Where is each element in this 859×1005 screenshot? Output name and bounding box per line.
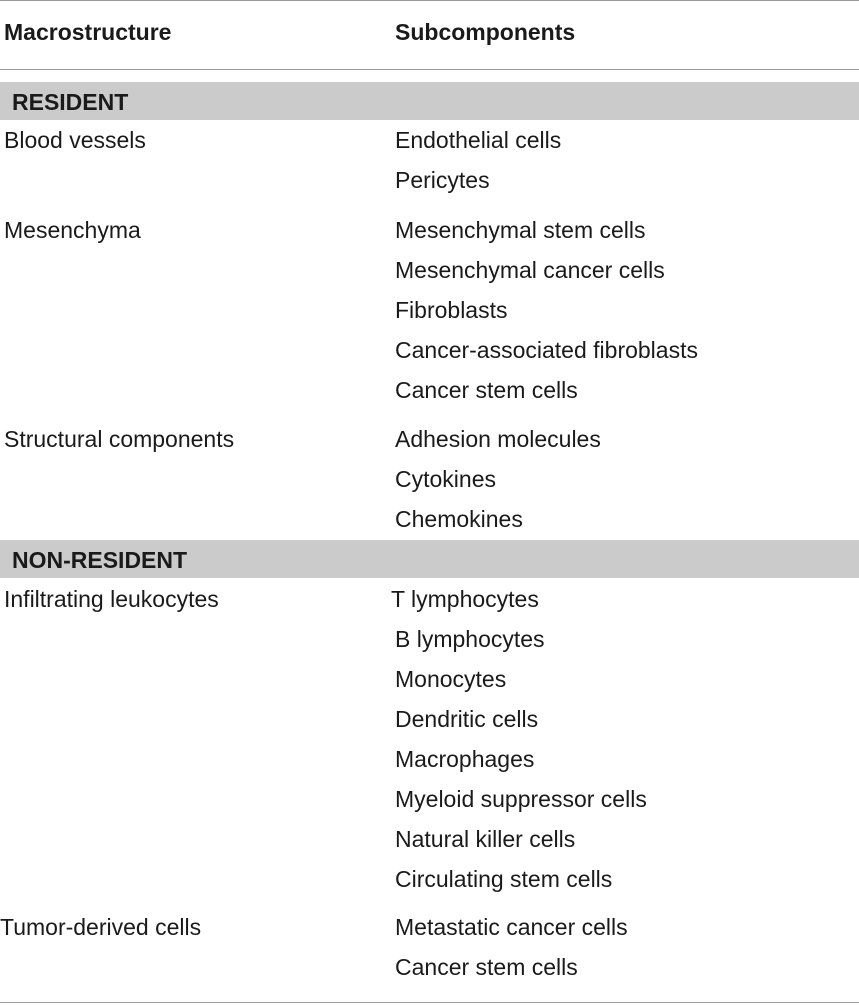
macrostructure-cell: Tumor-derived cells [0, 914, 202, 940]
column-header-macrostructure: Macrostructure [4, 19, 172, 45]
subcomponent-item: Adhesion molecules [395, 426, 601, 452]
subcomponent-item: Metastatic cancer cells [395, 914, 628, 940]
subcomponent-list: Adhesion molecules Cytokines Chemokines [395, 419, 601, 539]
macrostructure-cell: Structural components [4, 426, 235, 452]
subcomponent-item: Pericytes [395, 167, 490, 193]
subcomponent-item: Mesenchymal stem cells [395, 217, 646, 243]
subcomponent-list: Mesenchymal stem cells Mesenchymal cance… [395, 210, 698, 410]
subcomponent-item: B lymphocytes [395, 626, 545, 652]
subcomponent-item: T lymphocytes [391, 586, 539, 612]
macrostructure-cell: Infiltrating leukocytes [4, 586, 219, 612]
subcomponent-item: Cancer stem cells [395, 954, 578, 980]
subcomponent-item: Mesenchymal cancer cells [395, 257, 665, 283]
section-label: NON-RESIDENT [12, 547, 188, 573]
subcomponent-item: Cancer stem cells [395, 377, 578, 403]
subcomponent-item: Cancer-associated fibroblasts [395, 337, 698, 363]
section-label: RESIDENT [12, 89, 129, 115]
bottom-rule [0, 1002, 859, 1003]
subcomponent-item: Monocytes [395, 666, 507, 692]
subcomponent-list: Endothelial cells Pericytes [395, 120, 561, 200]
subcomponent-item: Fibroblasts [395, 297, 508, 323]
top-rule [0, 0, 859, 1]
subcomponent-item: Circulating stem cells [395, 866, 613, 892]
subcomponent-list: T lymphocytes [391, 579, 539, 619]
section-band-resident: RESIDENT [0, 82, 859, 120]
subcomponent-item: Natural killer cells [395, 826, 576, 852]
macrostructure-cell: Mesenchyma [4, 217, 141, 243]
subcomponent-item: Myeloid suppressor cells [395, 786, 647, 812]
subcomponent-item: Cytokines [395, 466, 496, 492]
subcomponent-item: Endothelial cells [395, 127, 562, 153]
subcomponent-item: Macrophages [395, 746, 535, 772]
header-rule [0, 69, 859, 70]
section-band-non-resident: NON-RESIDENT [0, 540, 859, 578]
subcomponent-item: Chemokines [395, 506, 523, 532]
column-header-subcomponents: Subcomponents [395, 19, 576, 45]
subcomponent-list: B lymphocytes Monocytes Dendritic cells … [395, 619, 647, 899]
subcomponent-item: Dendritic cells [395, 706, 539, 732]
subcomponent-list: Metastatic cancer cells Cancer stem cell… [395, 907, 628, 987]
macrostructure-cell: Blood vessels [4, 127, 146, 153]
